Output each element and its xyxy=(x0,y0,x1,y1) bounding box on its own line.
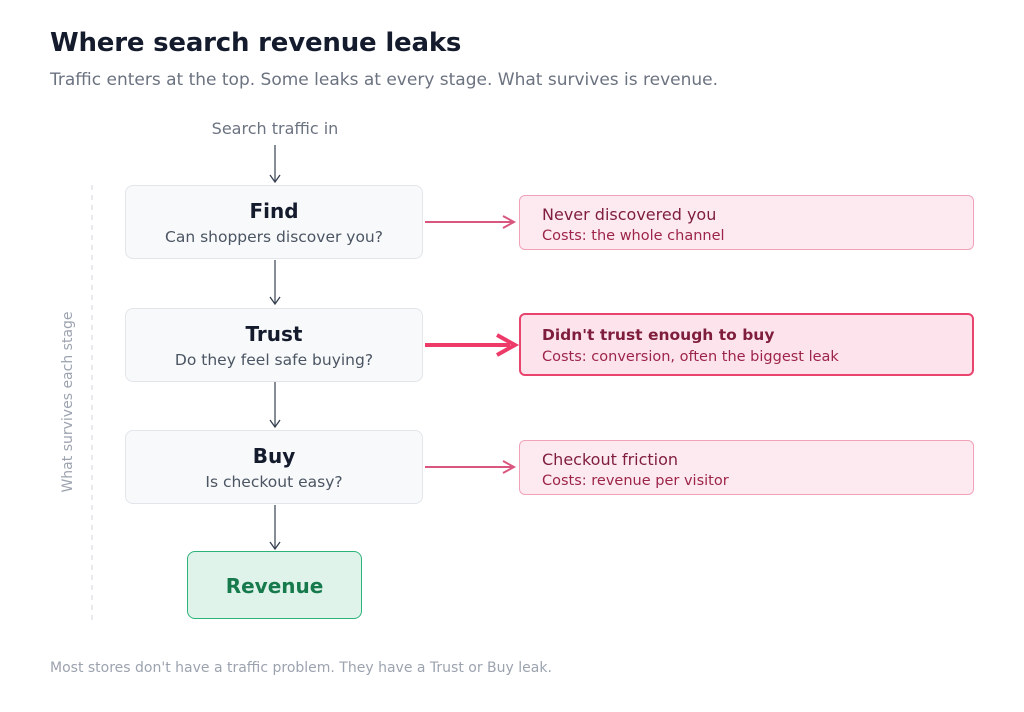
leak-cost: Costs: the whole channel xyxy=(542,228,725,244)
leak-arrowhead-buy xyxy=(502,460,517,474)
entry-label: Search traffic in xyxy=(211,119,339,138)
stage-question: Can shoppers discover you? xyxy=(165,228,383,246)
flow-arrowhead-entry xyxy=(269,174,281,184)
leak-box-find: Never discovered you Costs: the whole ch… xyxy=(519,195,974,250)
leak-arrowhead-find xyxy=(502,215,517,229)
flow-arrowhead-find-trust xyxy=(269,296,281,306)
stage-find: Find Can shoppers discover you? xyxy=(125,185,423,259)
leak-title: Never discovered you xyxy=(542,205,717,224)
stage-name: Trust xyxy=(245,322,303,346)
diagram-title: Where search revenue leaks xyxy=(50,28,462,58)
stage-trust: Trust Do they feel safe buying? xyxy=(125,308,423,382)
leak-title: Checkout friction xyxy=(542,450,679,469)
leak-cost: Costs: conversion, often the biggest lea… xyxy=(542,349,839,365)
side-axis-label: What survives each stage xyxy=(60,311,76,493)
stage-name: Find xyxy=(249,199,299,223)
revenue-label: Revenue xyxy=(225,574,324,598)
leak-box-trust: Didn't trust enough to buy Costs: conver… xyxy=(519,313,974,376)
stage-question: Do they feel safe buying? xyxy=(174,351,374,369)
stage-question: Is checkout easy? xyxy=(205,473,343,491)
footer-note: Most stores don't have a traffic problem… xyxy=(50,660,552,676)
leak-cost: Costs: revenue per visitor xyxy=(542,473,729,489)
stage-name: Buy xyxy=(252,444,296,468)
revenue-box: Revenue xyxy=(187,551,362,619)
diagram-subtitle: Traffic enters at the top. Some leaks at… xyxy=(50,70,719,90)
flow-arrowhead-trust-buy xyxy=(269,419,281,429)
leak-arrowhead-trust xyxy=(496,333,520,357)
flow-arrowhead-buy-revenue xyxy=(269,541,281,551)
leak-box-buy: Checkout friction Costs: revenue per vis… xyxy=(519,440,974,495)
leak-title: Didn't trust enough to buy xyxy=(542,326,775,344)
stage-buy: Buy Is checkout easy? xyxy=(125,430,423,504)
